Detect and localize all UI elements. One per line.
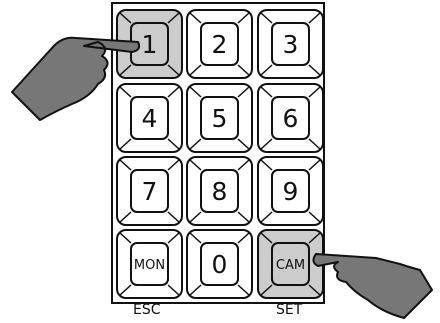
key-2[interactable]: 2 bbox=[187, 10, 252, 78]
key-8-label: 8 bbox=[212, 177, 228, 206]
esc-caption: ESC bbox=[133, 302, 161, 318]
key-5-label: 5 bbox=[212, 104, 228, 133]
key-6-label: 6 bbox=[283, 104, 299, 133]
key-4[interactable]: 4 bbox=[117, 84, 182, 152]
key-0-label: 0 bbox=[212, 250, 228, 279]
key-cam[interactable]: CAM bbox=[258, 230, 323, 298]
key-mon[interactable]: MON bbox=[117, 230, 182, 298]
key-6[interactable]: 6 bbox=[258, 84, 323, 152]
key-mon-label: MON bbox=[134, 258, 165, 273]
set-caption: SET bbox=[276, 302, 302, 318]
key-9[interactable]: 9 bbox=[258, 157, 323, 225]
key-3[interactable]: 3 bbox=[258, 10, 323, 78]
key-8[interactable]: 8 bbox=[187, 157, 252, 225]
key-2-label: 2 bbox=[212, 30, 228, 59]
key-5[interactable]: 5 bbox=[187, 84, 252, 152]
key-1-label: 1 bbox=[142, 30, 158, 59]
right-hand-icon bbox=[313, 254, 432, 318]
key-4-label: 4 bbox=[142, 104, 158, 133]
key-9-label: 9 bbox=[283, 177, 299, 206]
key-0[interactable]: 0 bbox=[187, 230, 252, 298]
key-7-label: 7 bbox=[142, 177, 158, 206]
key-7[interactable]: 7 bbox=[117, 157, 182, 225]
key-3-label: 3 bbox=[283, 30, 299, 59]
key-cam-label: CAM bbox=[276, 258, 305, 273]
